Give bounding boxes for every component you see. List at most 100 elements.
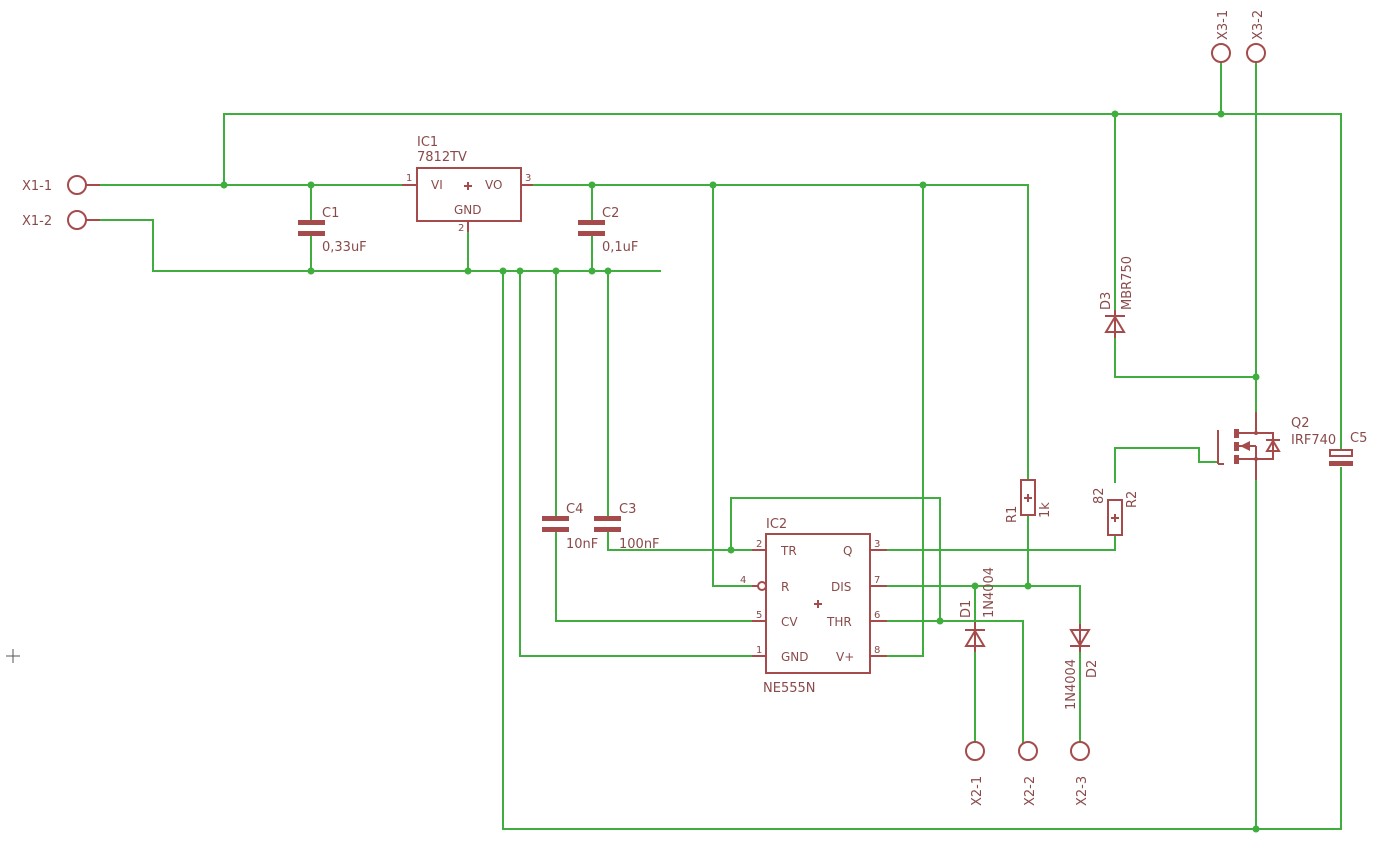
ic2-pin-number: 5 bbox=[756, 610, 762, 621]
wire-c3-tr bbox=[607, 531, 753, 551]
c1-name: C1 bbox=[322, 206, 339, 221]
ic1-pin-number: 2 bbox=[458, 223, 464, 234]
capacitor-c1[interactable]: C1 0,33uF bbox=[298, 206, 367, 255]
capacitor-plate-icon bbox=[1329, 449, 1353, 457]
capacitor-plate-icon bbox=[542, 527, 569, 532]
c3-name: C3 bbox=[619, 502, 636, 517]
junction bbox=[709, 181, 717, 189]
origin-cross-icon bbox=[1024, 494, 1032, 502]
d1-name: D1 bbox=[959, 600, 974, 618]
ic2-pin-dis: DIS bbox=[831, 580, 851, 594]
diode-d3[interactable]: D3 MBR750 bbox=[1099, 256, 1135, 338]
connector-x1-1[interactable]: X1-1 bbox=[22, 175, 100, 195]
ic1-pin-vi: VI bbox=[431, 178, 443, 192]
ic2-body bbox=[765, 533, 871, 674]
capacitor-plate-icon bbox=[594, 527, 621, 532]
ic1-pin-gnd: GND bbox=[454, 203, 482, 217]
junction bbox=[971, 582, 979, 590]
capacitor-plate-icon bbox=[542, 516, 569, 521]
connector-x1-2[interactable]: X1-2 bbox=[22, 210, 100, 230]
diode-d1[interactable]: D1 1N4004 bbox=[959, 567, 997, 652]
connector-x2-3[interactable]: X2-3 bbox=[1070, 741, 1090, 806]
c4-name: C4 bbox=[566, 502, 583, 517]
connector-x2-1[interactable]: X2-1 bbox=[965, 741, 985, 806]
connector-pad-icon bbox=[67, 175, 87, 195]
q2-name: Q2 bbox=[1291, 416, 1310, 431]
capacitor-c2[interactable]: C2 0,1uF bbox=[578, 206, 638, 255]
junction bbox=[604, 267, 612, 275]
wire-gnd-main bbox=[99, 219, 661, 272]
connector-label: X1-1 bbox=[22, 179, 52, 194]
junction bbox=[1252, 825, 1260, 833]
capacitor-c5[interactable]: C5 bbox=[1329, 431, 1367, 466]
ic2-name: IC2 bbox=[766, 517, 787, 532]
wire-vplus bbox=[886, 184, 924, 657]
junction bbox=[1111, 110, 1119, 118]
capacitor-plate-icon bbox=[594, 516, 621, 521]
wire-top-rail bbox=[223, 113, 1342, 451]
ic2-pin-gnd: GND bbox=[781, 650, 809, 664]
mosfet-q2[interactable]: Q2 IRF740 bbox=[1217, 412, 1336, 480]
ic2-pin-q: Q bbox=[843, 544, 852, 558]
c2-value: 0,1uF bbox=[602, 240, 638, 255]
ic1-value: 7812TV bbox=[417, 150, 467, 165]
connector-x3-2[interactable]: X3-2 bbox=[1246, 10, 1266, 63]
ic2-pin-number: 2 bbox=[756, 539, 762, 550]
connector-x3-1[interactable]: X3-1 bbox=[1211, 10, 1231, 63]
resistor-r1[interactable]: R1 1k bbox=[1005, 479, 1053, 523]
ic2-pin-thr: THR bbox=[826, 615, 852, 629]
diode-d2[interactable]: 1N4004 D2 bbox=[1064, 624, 1100, 710]
crosshair-cursor-icon bbox=[6, 649, 20, 663]
c1-value: 0,33uF bbox=[322, 240, 367, 255]
junction bbox=[588, 267, 596, 275]
ic1-name: IC1 bbox=[417, 135, 438, 150]
junction bbox=[516, 267, 524, 275]
diode-triangle-icon bbox=[1104, 315, 1126, 333]
diode-triangle-icon bbox=[964, 629, 986, 647]
capacitor-plate-icon bbox=[578, 231, 605, 236]
junction bbox=[936, 617, 944, 625]
r1-name: R1 bbox=[1005, 506, 1020, 523]
c3-value: 100nF bbox=[619, 537, 660, 552]
ic2-pin-number: 7 bbox=[874, 575, 880, 586]
wire-gnd-bottom bbox=[502, 270, 1342, 830]
mosfet-body-diode-icon bbox=[1265, 439, 1281, 452]
mosfet-arrow-icon bbox=[1240, 441, 1250, 451]
junction bbox=[1024, 582, 1032, 590]
connector-pad-icon bbox=[1211, 43, 1231, 63]
junction bbox=[727, 546, 735, 554]
d1-value: 1N4004 bbox=[982, 567, 997, 618]
junction bbox=[307, 267, 315, 275]
capacitor-plate-icon bbox=[1329, 461, 1353, 466]
r1-value: 1k bbox=[1038, 502, 1053, 518]
resistor-r2[interactable]: 82 R2 bbox=[1092, 487, 1140, 536]
connector-label: X1-2 bbox=[22, 214, 52, 229]
ic1-pin-vo: VO bbox=[485, 178, 502, 192]
junction bbox=[919, 181, 927, 189]
origin-cross-icon bbox=[464, 182, 472, 190]
inverted-pin-icon bbox=[757, 581, 767, 591]
q2-value: IRF740 bbox=[1291, 433, 1336, 448]
ic2-pin-number: 4 bbox=[740, 575, 746, 586]
c2-name: C2 bbox=[602, 206, 619, 221]
capacitor-c4[interactable]: C4 10nF bbox=[542, 502, 598, 552]
connector-x2-2[interactable]: X2-2 bbox=[1018, 741, 1038, 806]
resistor-body-icon bbox=[1107, 499, 1123, 536]
ic2-pin-tr: TR bbox=[780, 544, 797, 558]
d2-value: 1N4004 bbox=[1064, 659, 1079, 710]
ic2-pin-number: 3 bbox=[874, 539, 880, 550]
ic2-pin-number: 6 bbox=[874, 610, 880, 621]
capacitor-plate-icon bbox=[298, 231, 325, 236]
connector-pad-icon bbox=[1070, 741, 1090, 761]
ic2-timer[interactable]: IC2 NE555N TR R CV GND Q DIS THR V+ 2 4 … bbox=[740, 517, 887, 696]
capacitor-c3[interactable]: C3 100nF bbox=[594, 502, 660, 552]
origin-cross-icon bbox=[814, 600, 822, 608]
wire-ic2-gnd bbox=[519, 270, 753, 657]
capacitor-plate-icon bbox=[578, 220, 605, 225]
connector-pad-icon bbox=[1018, 741, 1038, 761]
connector-pad-icon bbox=[965, 741, 985, 761]
ic1-regulator[interactable]: IC1 7812TV VI VO GND 1 3 2 bbox=[402, 135, 533, 234]
resistor-body-icon bbox=[1020, 479, 1036, 516]
junction bbox=[1252, 373, 1260, 381]
